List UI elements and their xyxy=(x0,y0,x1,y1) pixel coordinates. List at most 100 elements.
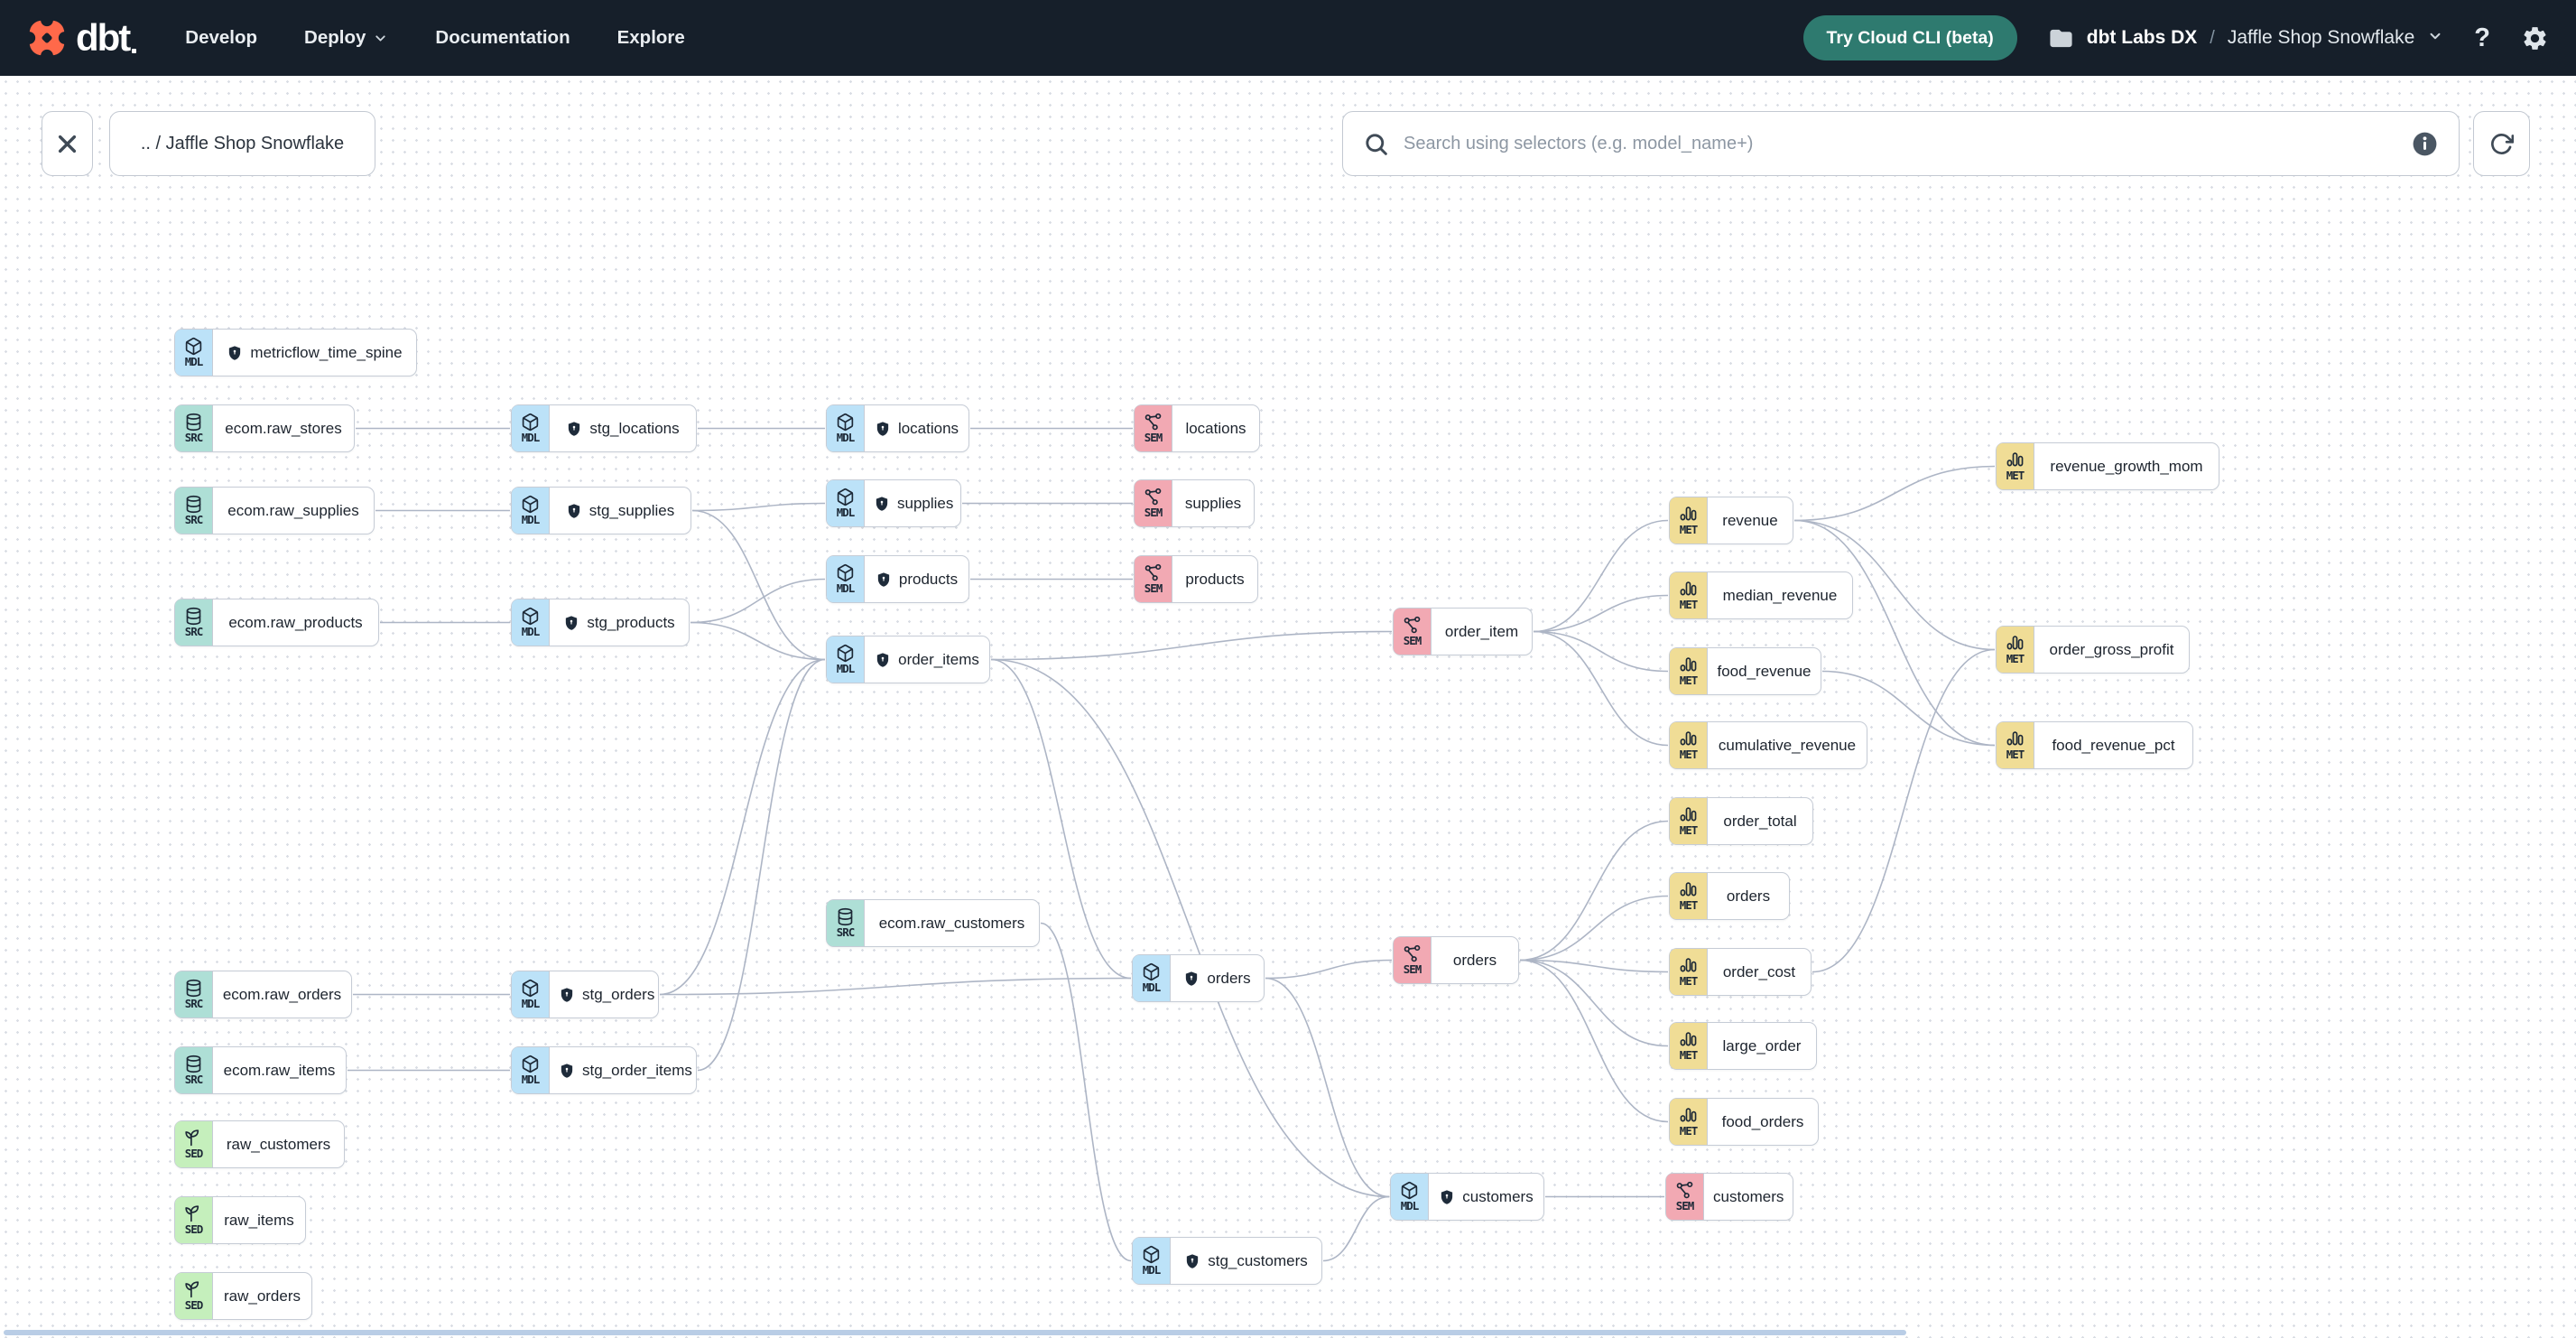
cube-icon: MDL xyxy=(1133,955,1171,1001)
node-label: ecom.raw_products xyxy=(228,613,363,631)
shield-icon xyxy=(1184,1253,1200,1269)
graph-node-src_supplies[interactable]: SRC ecom.raw_supplies xyxy=(174,487,375,534)
node-label: customers xyxy=(1713,1187,1784,1205)
cube-icon: MDL xyxy=(512,1047,550,1093)
nav-item-documentation[interactable]: Documentation xyxy=(435,27,570,48)
help-icon[interactable]: ? xyxy=(2474,23,2490,52)
graph-node-sed_orders[interactable]: SED raw_orders xyxy=(174,1272,312,1320)
lineage-edge-order_item_sem-to-food_revenue_met xyxy=(1533,630,1669,673)
graph-node-revenue_growth_mom_met[interactable]: MET revenue_growth_mom xyxy=(1996,442,2219,490)
breadcrumb[interactable]: .. / Jaffle Shop Snowflake xyxy=(109,111,375,176)
node-label: raw_orders xyxy=(223,1287,301,1305)
node-label: food_revenue xyxy=(1717,662,1812,680)
database-icon: SRC xyxy=(175,971,213,1017)
selector-search xyxy=(1342,111,2460,176)
node-label: median_revenue xyxy=(1722,586,1838,604)
lineage-edge-stg_products-to-order_items_mdl xyxy=(690,621,826,661)
node-label: order_total xyxy=(1723,812,1797,830)
gear-icon[interactable] xyxy=(2521,24,2549,52)
node-type-label: SEM xyxy=(1403,634,1422,648)
node-label: food_revenue_pct xyxy=(2052,736,2175,754)
search-icon xyxy=(1363,131,1389,157)
lineage-edge-stg_products-to-products_mdl xyxy=(690,578,826,624)
bar-chart-icon: MET xyxy=(1997,443,2034,489)
lineage-edge-orders_mdl-to-customers_mdl xyxy=(1265,977,1390,1198)
node-type-label: MDL xyxy=(836,581,856,596)
refresh-button[interactable] xyxy=(2473,111,2530,176)
horizontal-scrollbar[interactable] xyxy=(4,1330,1906,1335)
nav-item-develop[interactable]: Develop xyxy=(185,27,258,48)
node-type-label: SRC xyxy=(184,431,204,445)
node-type-label: SRC xyxy=(184,513,204,527)
node-label: cumulative_revenue xyxy=(1718,736,1857,754)
node-type-label: MET xyxy=(1679,823,1699,838)
node-label: stg_order_items xyxy=(550,1047,701,1093)
close-lineage-button[interactable] xyxy=(42,111,93,176)
node-type-label: SEM xyxy=(1675,1199,1695,1213)
node-label: ecom.raw_supplies xyxy=(227,501,359,519)
search-input[interactable] xyxy=(1404,133,2396,154)
close-icon xyxy=(58,135,77,153)
shield-icon xyxy=(875,652,891,668)
project-switcher[interactable]: dbt Labs DX / Jaffle Shop Snowflake xyxy=(2048,25,2444,51)
try-cloud-cli-button[interactable]: Try Cloud CLI (beta) xyxy=(1802,15,2017,60)
node-type-label: SEM xyxy=(1144,431,1163,445)
graph-node-order_total_met[interactable]: MET order_total xyxy=(1669,797,1813,845)
bar-chart-icon: MET xyxy=(1670,873,1708,919)
node-label: revenue_growth_mom xyxy=(2050,457,2203,475)
nav-item-explore[interactable]: Explore xyxy=(616,27,685,48)
node-type-label: MDL xyxy=(836,662,856,676)
node-label: order_item xyxy=(1444,622,1519,640)
node-label: stg_supplies xyxy=(550,488,690,534)
node-type-label: SED xyxy=(184,1298,204,1313)
node-label: ecom.raw_customers xyxy=(878,914,1025,932)
bar-chart-icon: MET xyxy=(1670,1099,1708,1145)
node-label: stg_locations xyxy=(550,405,696,451)
nav-item-deploy[interactable]: Deploy xyxy=(304,27,388,49)
bar-chart-icon: MET xyxy=(1670,798,1708,844)
graph-node-customers_sem[interactable]: SEM customers xyxy=(1665,1173,1793,1221)
bar-chart-icon: MET xyxy=(1670,1023,1708,1069)
graph-node-order_item_sem[interactable]: SEM order_item xyxy=(1393,608,1533,655)
node-type-label: MDL xyxy=(521,1073,541,1087)
node-label: ecom.raw_items xyxy=(223,1061,336,1079)
info-icon[interactable] xyxy=(2411,130,2439,158)
cube-icon: MDL xyxy=(512,488,550,534)
dbt-logo[interactable]: dbt xyxy=(27,16,137,60)
bar-chart-icon: MET xyxy=(1997,627,2034,673)
